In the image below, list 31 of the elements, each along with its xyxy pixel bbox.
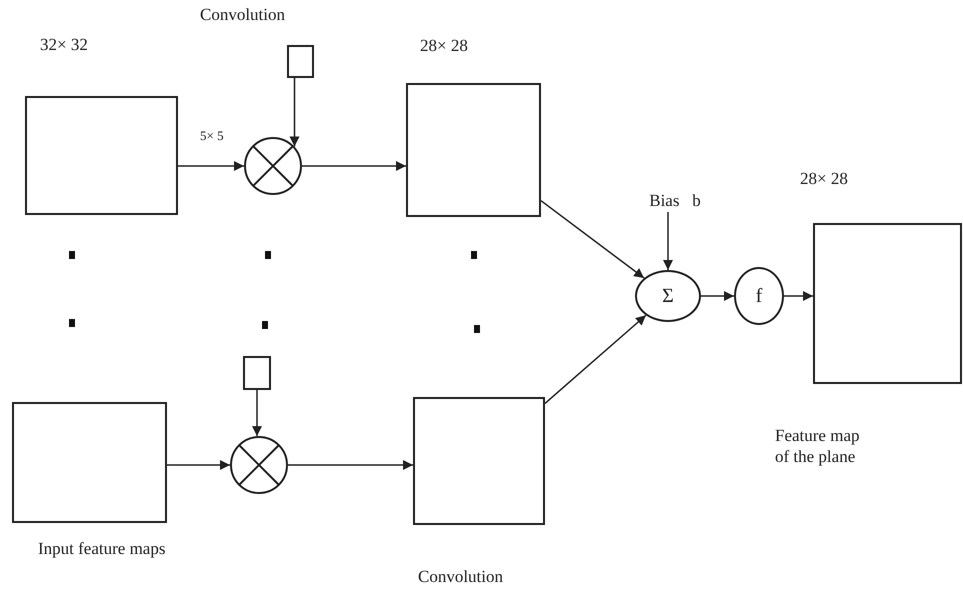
bias-label: Bias b (635, 190, 715, 212)
node-label: Feature map of the plane (775, 425, 860, 468)
feature-map-box (406, 83, 541, 217)
multiplier-symbol (244, 137, 302, 195)
arrow (290, 78, 300, 147)
feature-map-box (413, 397, 545, 525)
arrow (167, 460, 230, 470)
arrow (178, 161, 244, 171)
kernel-box (243, 356, 271, 390)
dimension-label: 5× 5 (200, 128, 224, 144)
arrow (784, 291, 813, 301)
arrow (288, 460, 413, 470)
feature-map-box (12, 402, 167, 523)
node-label: 28× 28 (800, 168, 848, 190)
node-label: Convolution (418, 566, 504, 588)
feature-map-box (25, 96, 178, 215)
arrow (663, 212, 673, 270)
node-label: 28× 28 (420, 35, 468, 56)
arrow (701, 291, 734, 301)
arrow (540, 200, 645, 279)
arrow (302, 161, 406, 171)
operator-node: Σ (635, 270, 701, 322)
kernel-box (287, 45, 314, 78)
operator-node: f (734, 267, 784, 325)
arrow (544, 314, 646, 404)
feature-map-box (813, 223, 962, 384)
node-label: Input feature maps (38, 538, 166, 560)
arrow (252, 390, 262, 436)
node-label: Convolution (200, 4, 286, 26)
node-label: 32× 32 (40, 34, 88, 56)
multiplier-symbol (230, 436, 288, 494)
